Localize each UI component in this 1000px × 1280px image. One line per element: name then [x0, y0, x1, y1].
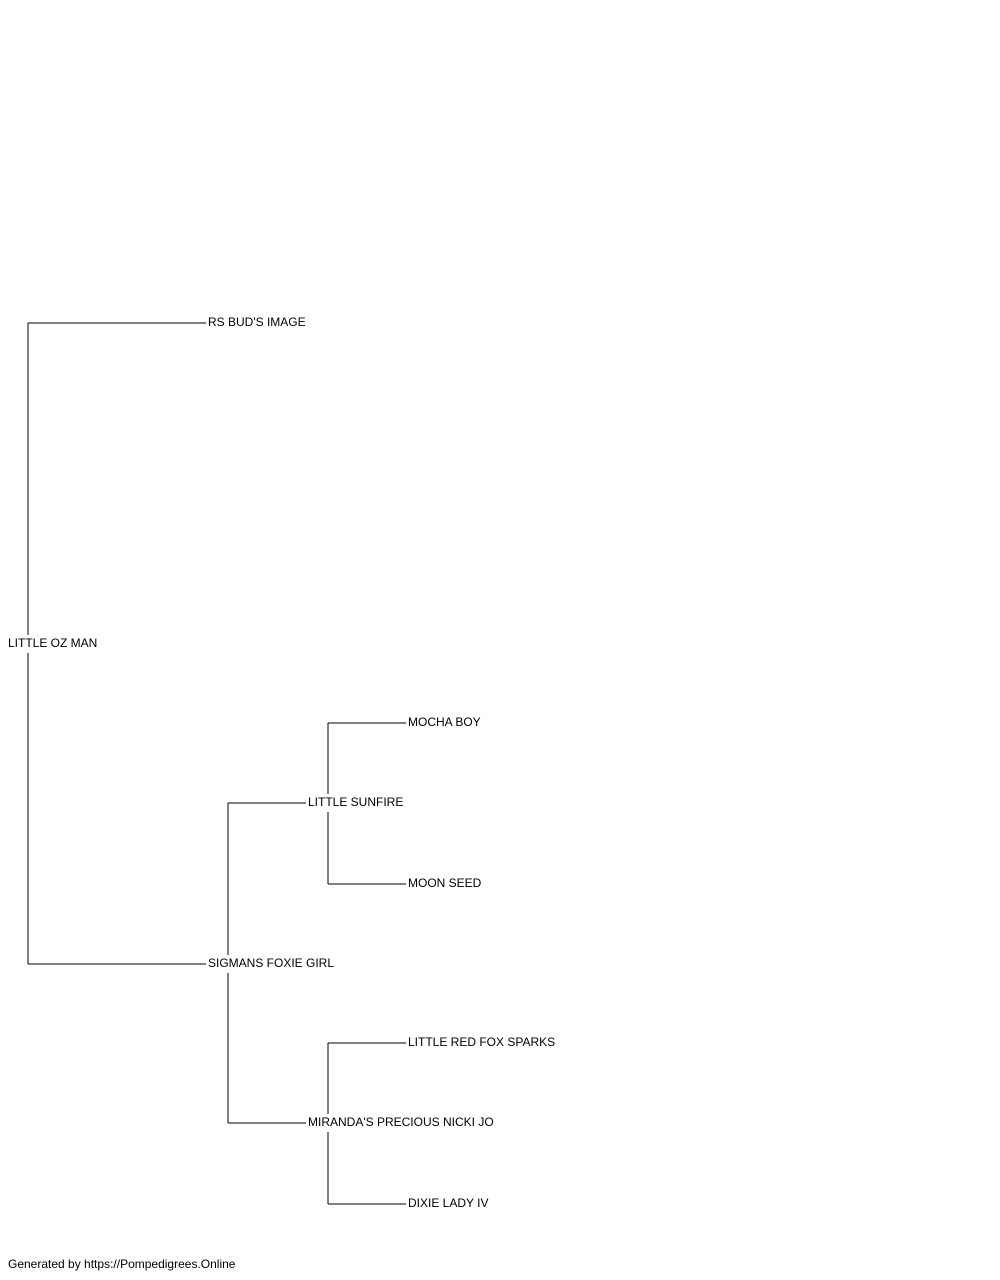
label-background	[7, 635, 99, 653]
pedigree-name-label: DIXIE LADY IV	[408, 1196, 488, 1210]
pedigree-name-label: MIRANDA'S PRECIOUS NICKI JO	[308, 1115, 494, 1129]
footer-credit: Generated by https://Pompedigrees.Online	[8, 1257, 236, 1271]
pedigree-node-rs-bud-s-image: RS BUD'S IMAGE	[207, 314, 307, 332]
pedigree-name-label: SIGMANS FOXIE GIRL	[208, 956, 334, 970]
pedigree-node-little-red-fox-sparks: LITTLE RED FOX SPARKS	[407, 1034, 557, 1052]
pedigree-labels: RS BUD'S IMAGE MOCHA BOY MOON SEED LITTLE S…	[7, 314, 557, 1213]
label-background	[207, 955, 336, 973]
pedigree-node-dixie-lady-iv: DIXIE LADY IV	[407, 1195, 490, 1213]
label-background	[407, 875, 483, 893]
pedigree-name-label: RS BUD'S IMAGE	[208, 315, 306, 329]
pedigree-node-sigmans-foxie-girl: SIGMANS FOXIE GIRL	[207, 955, 336, 973]
connector-lines	[27, 322, 406, 1205]
pedigree-node-little-oz-man: LITTLE OZ MAN	[7, 635, 99, 653]
pedigree-name-label: MOON SEED	[408, 876, 482, 890]
label-background	[407, 1195, 490, 1213]
label-background	[407, 714, 482, 732]
pedigree-node-mocha-boy: MOCHA BOY	[407, 714, 482, 732]
pedigree-name-label: LITTLE RED FOX SPARKS	[408, 1035, 555, 1049]
pedigree-node-little-sunfire: LITTLE SUNFIRE	[307, 794, 405, 812]
label-background	[307, 1114, 495, 1132]
pedigree-node-miranda-s-precious-nicki-jo: MIRANDA'S PRECIOUS NICKI JO	[307, 1114, 495, 1132]
pedigree-name-label: LITTLE OZ MAN	[8, 636, 97, 650]
label-background	[207, 314, 307, 332]
pedigree-node-moon-seed: MOON SEED	[407, 875, 483, 893]
pedigree-name-label: MOCHA BOY	[408, 715, 481, 729]
label-background	[407, 1034, 557, 1052]
pedigree-name-label: LITTLE SUNFIRE	[308, 795, 403, 809]
label-background	[307, 794, 405, 812]
